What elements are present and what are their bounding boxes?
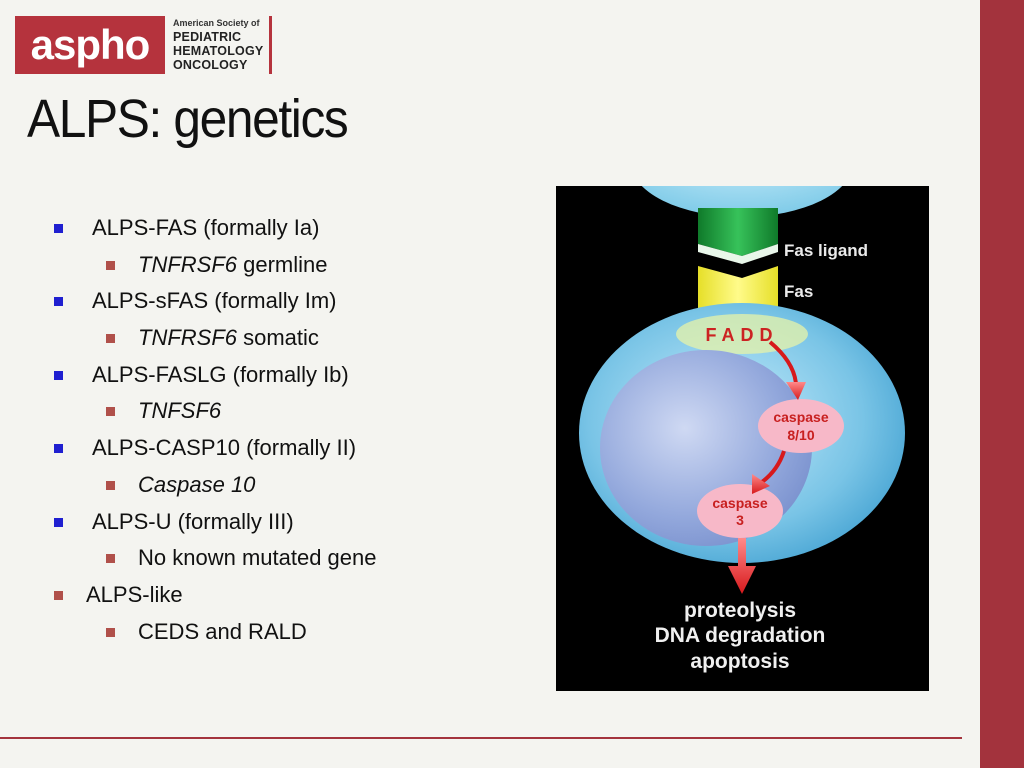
bullet-square-icon [106,627,115,637]
caspase-8-10-oval [758,399,844,453]
logo-line-4: ONCOLOGY [173,58,248,72]
bullet-item: ALPS-U (formally III) [52,504,532,541]
bullet-text: ALPS-CASP10 (formally II) [92,435,357,461]
fas-receptor-shape [698,266,778,314]
bullet-square-icon [106,554,115,564]
bullet-item: ALPS-like [52,577,532,614]
bullet-square-icon [54,370,63,380]
caspase-3-label-2: 3 [736,512,744,528]
gene-name: TNFRSF6 [138,325,237,351]
bullet-square-icon [106,480,115,490]
bullet-square-icon [106,334,115,344]
fas-ligand-notch [698,244,778,264]
caspase-3-label-1: caspase [712,495,767,511]
aspho-logo: aspho American Society of PEDIATRIC HEMA… [15,16,272,74]
right-accent-bar [980,0,1024,768]
bullet-text: ALPS-FAS (formally Ia) [92,215,320,240]
fadd-label: FADD [706,325,779,345]
bullet-text: somatic [237,325,319,351]
caspase-8-10-label-2: 8/10 [787,427,814,443]
diagram-svg: Fas ligand Fas FADD caspase 8/10 caspase… [579,186,905,673]
bullet-text: CEDS and RALD [138,618,307,644]
outcome-line-2: DNA degradation [655,624,826,647]
fas-ligand-shape [698,208,778,256]
bullet-text: ALPS-sFAS (formally Im) [92,288,337,314]
gene-name: TNFSF6 [138,398,222,424]
arrow-fadd-to-caspase [768,340,798,385]
bullet-square-icon [106,260,115,270]
sub-bullet-item: TNFRSF6 germline [52,247,532,284]
arrow-head-1 [786,382,806,400]
arrow-caspase-to-caspase [760,450,786,484]
bottom-rule [0,737,962,739]
bullet-item: ALPS-FAS (formally Ia) [52,210,532,247]
bullet-text: ALPS-U (formally III) [92,508,294,534]
fas-ligand-label: Fas ligand [784,241,868,260]
bullet-square-icon [54,517,63,527]
sub-bullet-item: TNFSF6 [52,393,532,430]
arrow-head-2 [752,474,770,494]
bullet-square-icon [106,407,115,417]
bullet-text: germline [237,251,328,277]
logo-society-name: American Society of PEDIATRIC HEMATOLOGY… [173,16,272,74]
fas-label: Fas [784,282,813,301]
logo-line-3: HEMATOLOGY [173,44,264,58]
gene-name: Caspase 10 [138,471,256,497]
sub-bullet-item: TNFRSF6 somatic [52,320,532,357]
bullet-text: ALPS-like [86,581,183,607]
logo-line-1: American Society of [173,18,260,28]
gene-name: TNFRSF6 [138,251,237,277]
logo-brand: aspho [15,16,165,74]
caspase-8-10-label-1: caspase [773,409,828,425]
fas-apoptosis-diagram: Fas ligand Fas FADD caspase 8/10 caspase… [556,186,929,691]
bullet-square-icon [54,297,63,307]
sub-bullet-item: No known mutated gene [52,540,532,577]
bullet-square-icon [54,224,63,233]
arrow-to-outcome [728,538,756,594]
logo-line-2: PEDIATRIC [173,30,242,44]
slide-title: ALPS: genetics [27,89,349,149]
outcome-line-3: apoptosis [690,650,789,673]
bullet-square-icon [54,590,63,600]
sub-bullet-item: Caspase 10 [52,467,532,504]
bullet-text: No known mutated gene [138,545,377,571]
caspase-3-oval [697,484,783,538]
outcome-line-1: proteolysis [684,599,796,622]
ligand-cell [641,186,843,217]
bullet-item: ALPS-sFAS (formally Im) [52,283,532,320]
bullet-square-icon [54,444,63,454]
bullet-text: ALPS-FASLG (formally Ib) [92,361,349,387]
bullet-item: ALPS-FASLG (formally Ib) [52,357,532,394]
bullet-item: ALPS-CASP10 (formally II) [52,430,532,467]
sub-bullet-item: CEDS and RALD [52,614,532,651]
